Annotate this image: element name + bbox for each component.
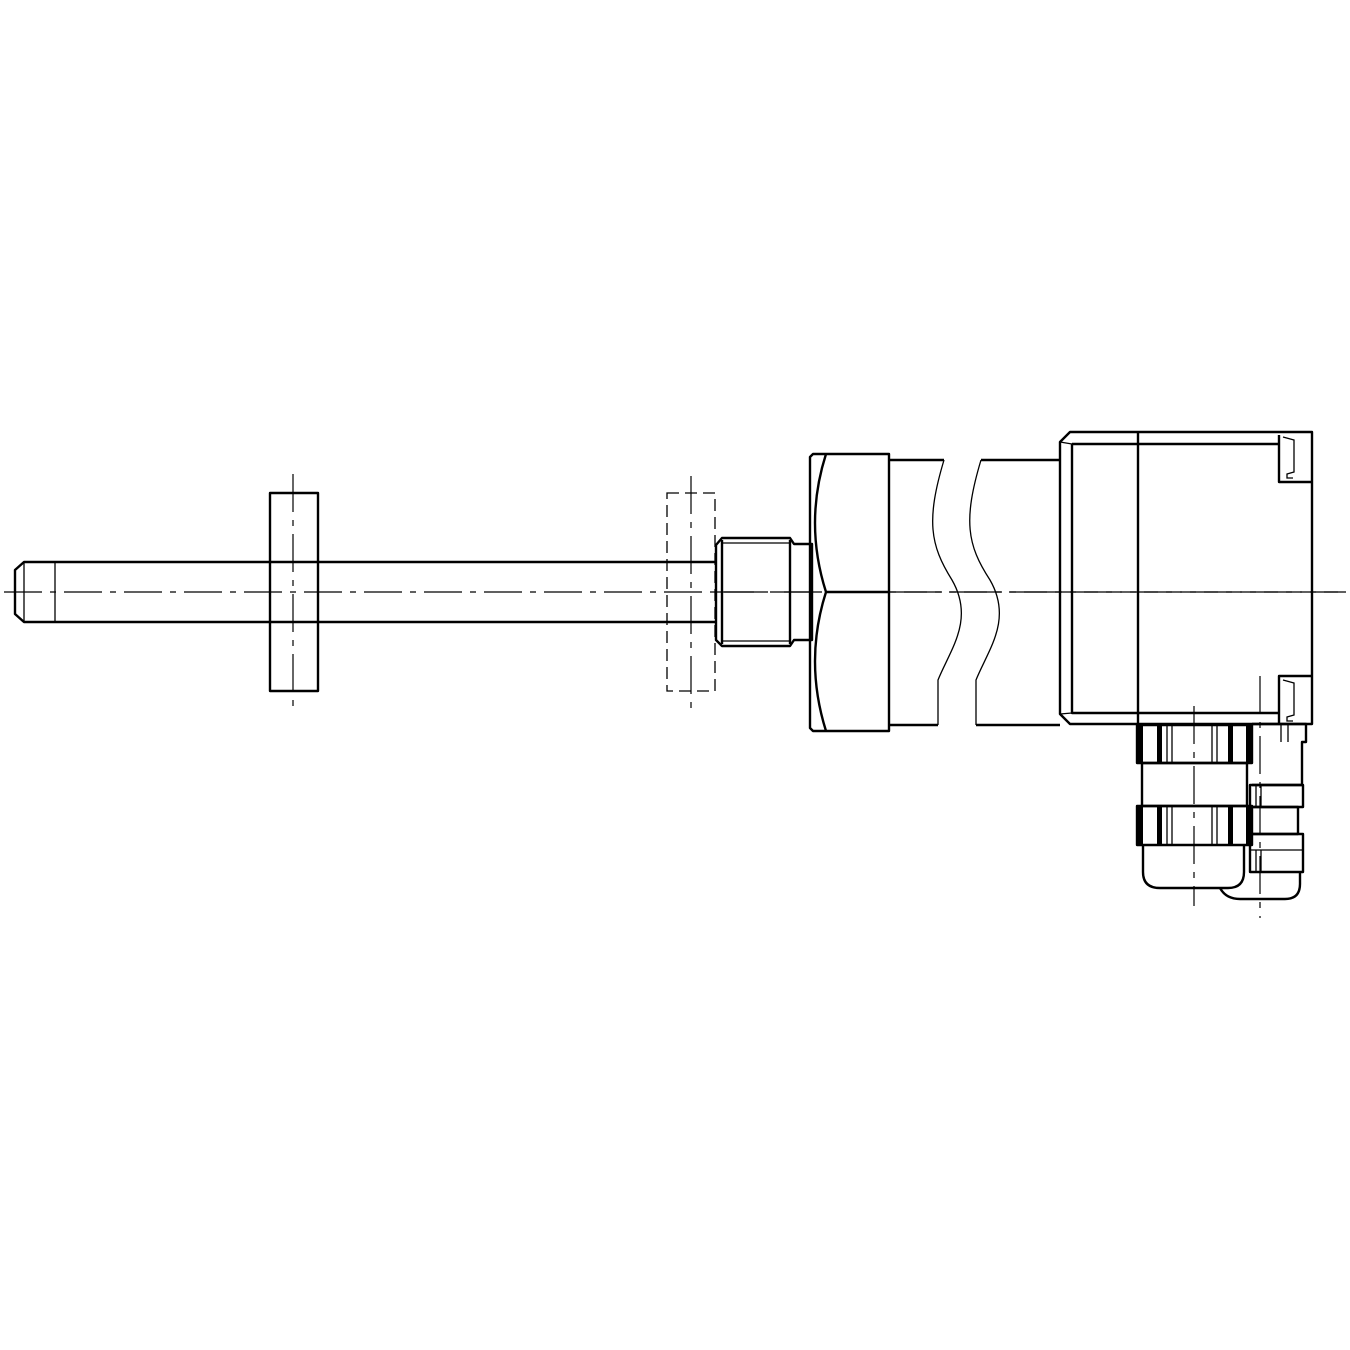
terminal-housing xyxy=(1058,430,1346,726)
cable-gland-1 xyxy=(1135,706,1254,906)
cover-clip-top xyxy=(1277,435,1312,484)
probe-rod xyxy=(13,560,716,624)
cable-gland-2 xyxy=(1218,676,1308,918)
hex-nut xyxy=(808,452,891,733)
cover-clip-bottom xyxy=(1277,674,1312,724)
extension-tube-broken xyxy=(889,458,1060,727)
flange xyxy=(268,474,320,710)
threaded-fitting xyxy=(714,536,814,648)
